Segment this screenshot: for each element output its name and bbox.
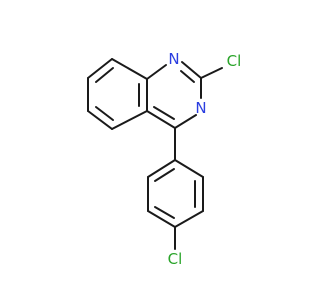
bond-n1-c2	[181, 61, 202, 79]
atom-n1-label: N	[168, 50, 179, 68]
bond-c2-cl	[200, 67, 223, 79]
bond-c6-c5-inner	[95, 106, 114, 121]
structure-canvas: N N Cl Cl	[87, 50, 242, 268]
molecule-structure: N N Cl Cl	[87, 50, 242, 268]
bond-c5-c4a	[111, 110, 148, 130]
bond-c3p-c4p-inner	[154, 206, 175, 219]
bond-c1p-c2p-inner	[154, 168, 175, 182]
bond-c8-c7	[87, 58, 113, 79]
bond-c3p-c4p	[147, 210, 176, 228]
bond-n3-c4	[174, 114, 197, 129]
atom-labels: N N Cl Cl	[168, 50, 242, 268]
atom-n3-label: N	[195, 99, 206, 117]
bond-c6-c5	[87, 110, 113, 130]
bonds	[87, 58, 223, 250]
bond-c4p-c5p	[174, 210, 204, 228]
atom-cl-phenyl-label: Cl	[168, 250, 183, 268]
bond-c4-c4a	[146, 110, 176, 129]
bond-c1p-c2p	[147, 159, 176, 178]
bond-c4-c4a-inner	[153, 106, 175, 120]
atom-cl-c2-label: Cl	[227, 52, 242, 70]
bond-c8-c7-inner	[95, 67, 114, 83]
bond-c6p-c1p	[174, 159, 204, 178]
bond-n1-c2-inner	[180, 70, 195, 83]
bond-c8a-c8	[111, 58, 148, 80]
bond-c8a-n1	[146, 64, 167, 80]
